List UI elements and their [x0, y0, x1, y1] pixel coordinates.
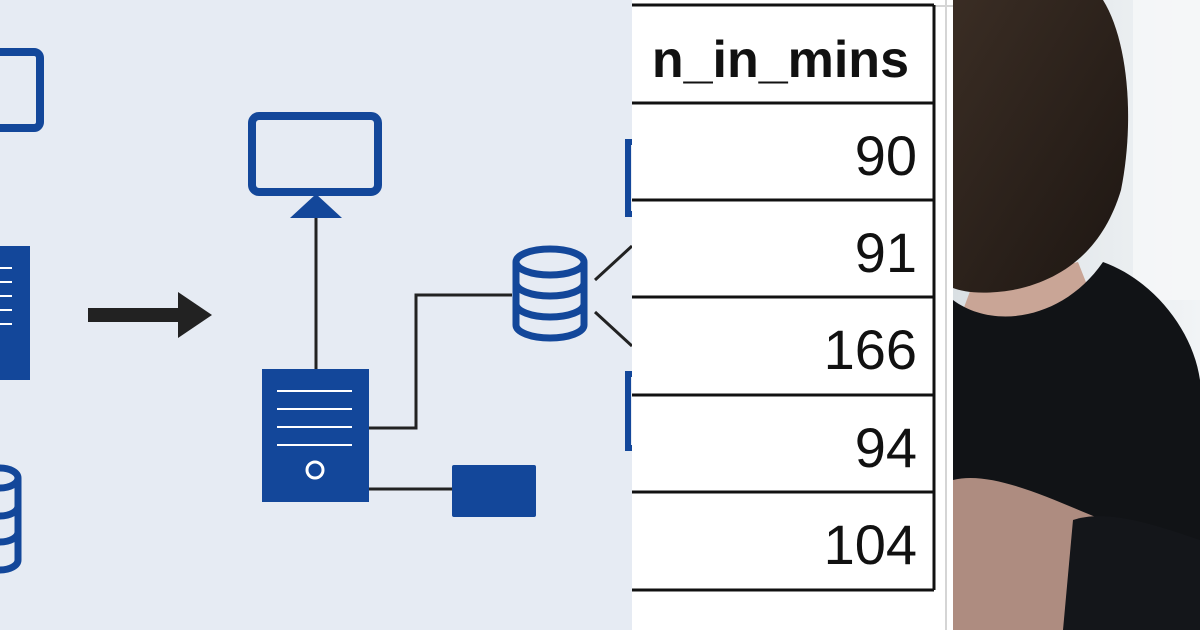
table-cell: 90 — [854, 124, 917, 187]
person-photo — [953, 0, 1200, 630]
server-icon — [0, 246, 30, 380]
arrow-right-icon — [88, 292, 212, 338]
device-icon — [452, 465, 536, 517]
network-diagram — [0, 0, 632, 630]
spreadsheet-column: n_in_mins 90 91 166 94 104 — [632, 0, 953, 630]
server-icon — [262, 369, 369, 502]
database-icon — [512, 245, 588, 342]
person-photo-illustration — [953, 0, 1200, 630]
sleeve — [1063, 516, 1200, 630]
network-diagram-panel — [0, 0, 632, 630]
table-cell: 94 — [854, 416, 917, 479]
connector-lines — [314, 212, 632, 491]
arm — [953, 478, 1103, 630]
table-cell: 91 — [854, 221, 917, 284]
table-grid — [632, 0, 953, 630]
monitor-icon — [248, 112, 382, 218]
hair — [953, 0, 1129, 293]
column-header: n_in_mins — [651, 31, 909, 89]
table-cell: 166 — [823, 318, 917, 381]
database-icon — [0, 464, 22, 574]
table-cell: 104 — [823, 513, 917, 576]
server-icon — [625, 139, 632, 451]
monitor-icon — [0, 48, 44, 132]
